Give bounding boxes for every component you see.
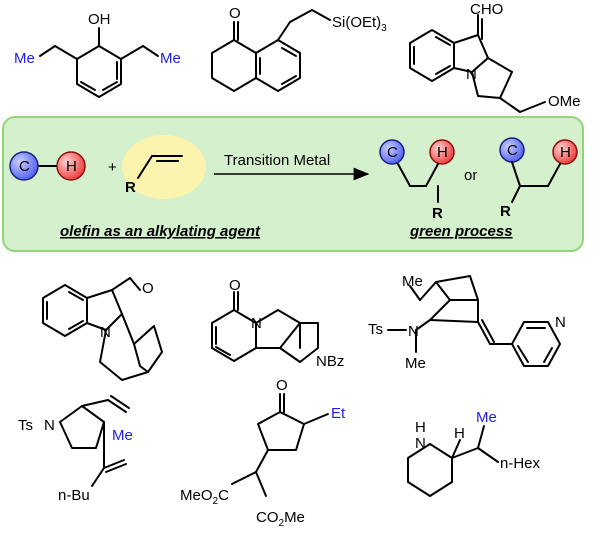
product-linear: C H R (379, 139, 455, 222)
arrow-label: Transition Metal (224, 152, 330, 169)
caption-olefin: olefin as an alkylating agent (60, 223, 261, 240)
label-piperidine-me: Me (476, 409, 497, 426)
caption-green: green process (409, 223, 513, 240)
hydrogen-symbol: H (66, 158, 77, 175)
label-pyrrolidine-n: N (44, 417, 55, 434)
molecule-bicyclic-pyridine: Me Ts N Me N (368, 273, 566, 372)
olefin-oval (122, 135, 206, 199)
molecule-piperidine: N H H Me n-Hex (407, 409, 541, 497)
label-me-n: Me (405, 355, 426, 372)
label-bicyclic-n: N (408, 323, 419, 340)
label-oh: OH (88, 11, 111, 28)
label-nbu: n-Bu (58, 487, 90, 504)
label-piperidine-ch: H (454, 425, 465, 442)
or-text: or (464, 167, 477, 184)
svg-text:C: C (387, 144, 398, 161)
aromatic-ring (255, 39, 301, 92)
label-nbz: NBz (316, 353, 344, 370)
label-aldehyde-o: O (142, 280, 154, 297)
label-nhex: n-Hex (500, 455, 541, 472)
molecule-cyclopentanone: O Et MeO2C CO2Me (180, 377, 346, 529)
molecule-pyrroloindole-aldehyde: CHO N OMe (409, 1, 581, 113)
product-branched: C H R (499, 137, 578, 220)
svg-text:H: H (437, 144, 448, 161)
label-pyridine-n: N (555, 314, 566, 331)
label-piperidine-nh: H (415, 419, 426, 436)
molecule-tetralone-silane: O Si(OEt)3 (211, 5, 387, 92)
carbon-ball (9, 151, 39, 181)
label-indole-n2: N (100, 324, 111, 341)
cyclohexanone-ring (211, 39, 257, 92)
label-ester-right: CO2Me (256, 509, 305, 529)
hydrogen-ball (56, 151, 86, 181)
label-cho: CHO (470, 1, 503, 18)
label-et: Et (331, 405, 346, 422)
carbon-symbol: C (19, 158, 30, 175)
indole-benzene (409, 29, 455, 82)
molecule-cytisine: O N NBz (211, 277, 344, 370)
label-pyrrolidine-ts: Ts (18, 417, 33, 434)
label-ketone-o2: O (276, 377, 288, 394)
reaction-panel: C H + R Transition Metal C H R or (2, 116, 584, 252)
svg-text:H: H (560, 144, 571, 161)
label-me-right: Me (160, 50, 181, 67)
label-indole-n: N (466, 66, 477, 83)
olefin-r: R (125, 179, 136, 196)
label-piperidine-n: N (415, 435, 426, 452)
olefin-reagent: R (122, 135, 206, 199)
label-ome: OMe (548, 93, 581, 110)
label-pyridone-o: O (229, 277, 241, 294)
label-me-left: Me (14, 50, 35, 67)
label-ketone-o: O (229, 5, 241, 22)
label-me-top: Me (402, 273, 423, 290)
svg-text:R: R (500, 203, 511, 220)
label-pyridone-n: N (251, 315, 262, 332)
label-pyrrolidine-me: Me (112, 427, 133, 444)
label-silyl: Si(OEt)3 (332, 14, 387, 34)
plus-sign: + (108, 159, 117, 176)
molecule-diethylphenol: OH Me Me (14, 11, 181, 98)
molecule-pyrrolidine: Ts N Me n-Bu (18, 395, 133, 504)
label-ester-left: MeO2C (180, 487, 229, 507)
svg-text:C: C (507, 142, 518, 159)
label-ts: Ts (368, 321, 383, 338)
benzene-ring (76, 45, 122, 98)
molecule-bridged-indole: O N (42, 277, 163, 381)
svg-text:R: R (432, 205, 443, 222)
ch-bond-reagent: C H (9, 151, 86, 181)
